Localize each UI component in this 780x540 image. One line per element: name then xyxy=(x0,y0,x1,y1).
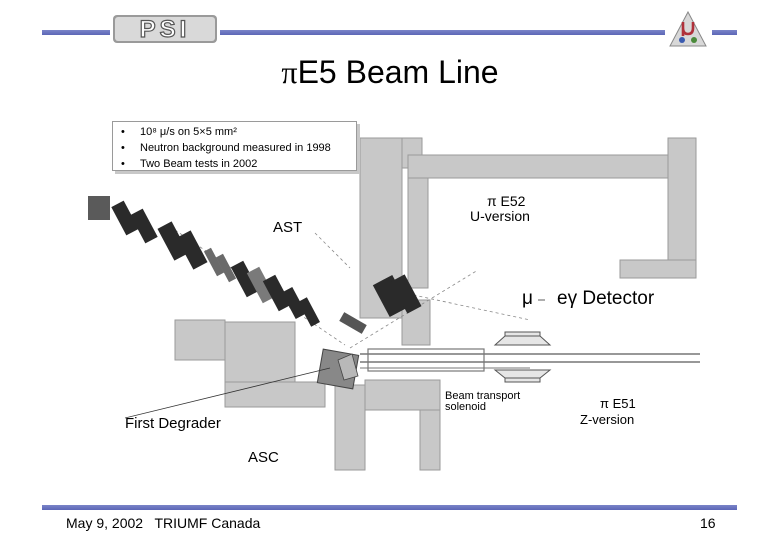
leader-lines xyxy=(124,299,545,419)
header-bar-right xyxy=(220,30,665,35)
label-detector-mu: μ xyxy=(522,288,533,309)
bullet-text: Neutron background measured in 1998 xyxy=(140,142,331,154)
shielding-walls xyxy=(174,137,697,471)
detector-body xyxy=(493,331,552,383)
label-ast: AST xyxy=(273,219,302,236)
label-transport-b: solenoid xyxy=(445,401,486,413)
beam-pipe xyxy=(360,348,700,372)
beam-magnets xyxy=(88,196,422,334)
bullet-marker: • xyxy=(121,126,125,138)
header-bar-left xyxy=(42,30,110,35)
title-text: E5 Beam Line xyxy=(297,54,499,90)
label-pe52-b: U-version xyxy=(470,208,530,224)
psi-logo: PSI xyxy=(113,15,217,43)
psi-logo-text: PSI xyxy=(140,16,191,43)
page-number: 16 xyxy=(700,515,716,531)
label-pe52-a: π E52 xyxy=(487,193,526,209)
header-bar-far-right xyxy=(712,30,737,35)
page-title: πE5 Beam Line xyxy=(0,54,780,91)
label-pe51-b: Z-version xyxy=(580,412,634,427)
label-transport-a: Beam transport xyxy=(445,390,520,402)
bullet-text: 10⁸ μ/s on 5×5 mm² xyxy=(140,126,237,138)
label-first-degrader: First Degrader xyxy=(125,415,221,432)
footer-bar xyxy=(42,505,737,510)
bullet-marker: • xyxy=(121,142,125,154)
bullet-item: • Two Beam tests in 2002 xyxy=(121,156,356,172)
footer-date-org: May 9, 2002 TRIUMF Canada xyxy=(66,515,261,531)
label-pe51-a: π E51 xyxy=(600,396,636,411)
mu-triangle-logo xyxy=(669,10,707,47)
bullet-text: Two Beam tests in 2002 xyxy=(140,158,258,170)
title-pi: π xyxy=(281,54,298,90)
label-detector-rest: eγ Detector xyxy=(557,288,655,309)
bullet-item: • 10⁸ μ/s on 5×5 mm² xyxy=(121,124,356,140)
first-degrader-block xyxy=(316,348,360,390)
bullet-marker: • xyxy=(121,158,125,170)
bullet-list-box: • 10⁸ μ/s on 5×5 mm² • Neutron backgroun… xyxy=(112,121,357,171)
bullet-item: • Neutron background measured in 1998 xyxy=(121,140,356,156)
label-asc: ASC xyxy=(248,449,279,466)
